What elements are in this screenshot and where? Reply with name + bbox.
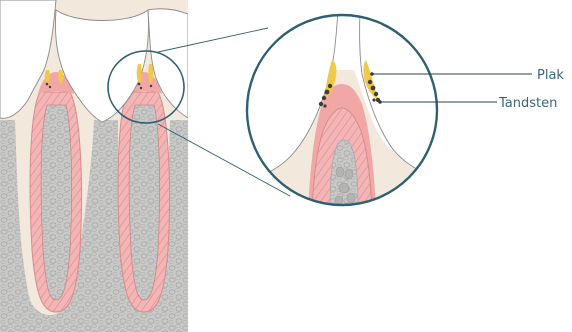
label-dot-plaque <box>370 72 374 76</box>
label-plaque: Plak <box>537 68 564 83</box>
cross-section-panel <box>0 0 188 332</box>
root-inner-right <box>129 105 160 300</box>
label-dot-calculus <box>378 100 382 104</box>
zoom-view <box>240 10 450 220</box>
label-calculus: Tandsten <box>498 96 557 111</box>
root-inner-left <box>41 105 72 300</box>
